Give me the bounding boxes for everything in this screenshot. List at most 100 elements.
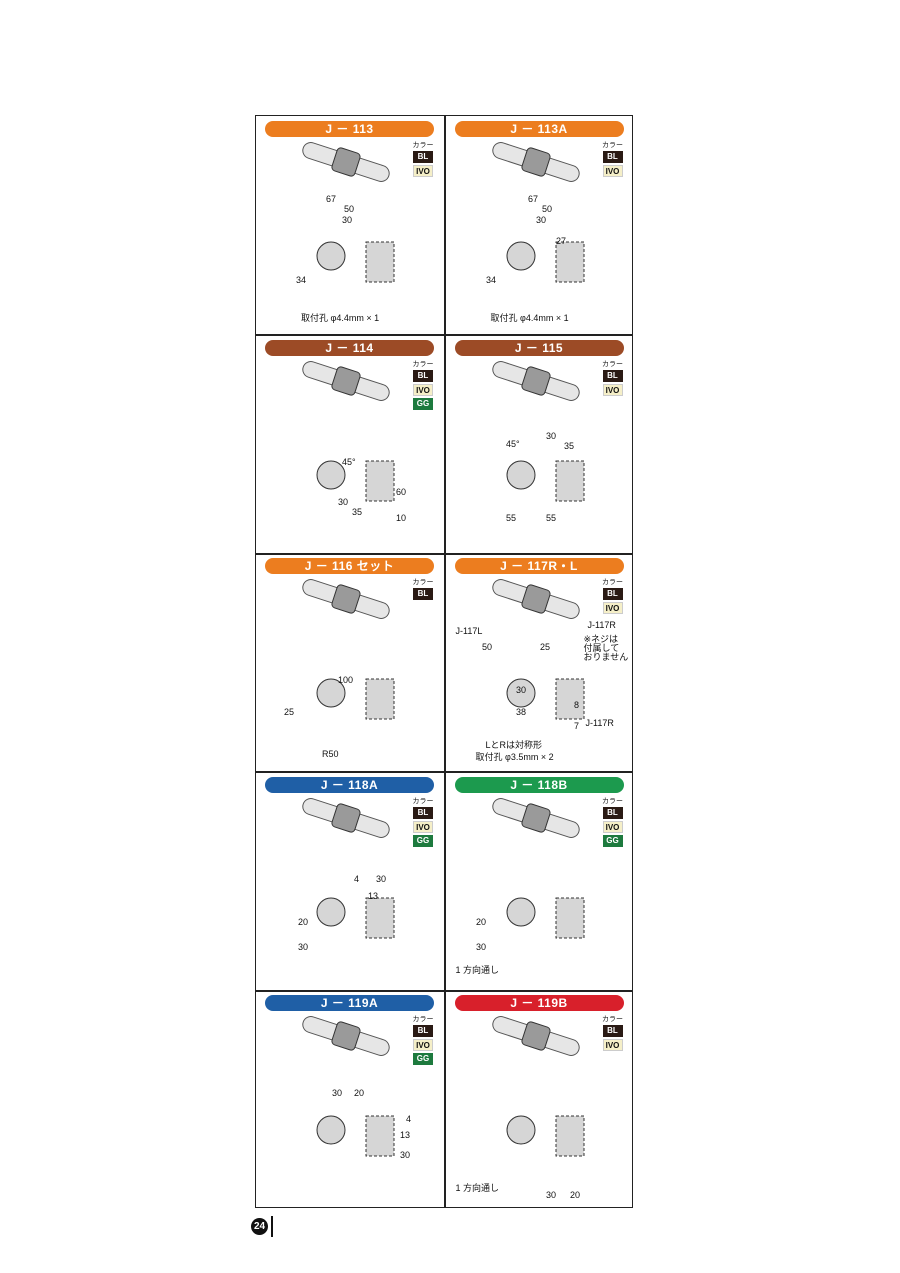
color-label: カラー: [412, 360, 434, 368]
side-view: [365, 1115, 395, 1157]
product-title: J － 118A: [265, 776, 434, 793]
color-chip-bl: BL: [413, 588, 433, 600]
product-note: おりません: [583, 652, 629, 662]
product-note: 1 方向通し: [455, 964, 500, 975]
dimension-label: 45°: [342, 457, 356, 467]
side-view: [555, 1115, 584, 1157]
dimension-label: 38: [516, 707, 526, 717]
color-chip-bl: BL: [413, 369, 433, 382]
product-note: J-117R: [587, 620, 616, 630]
joint-illustration: [520, 147, 551, 177]
section-view: [506, 241, 535, 271]
color-label: カラー: [602, 360, 623, 368]
side-view: [365, 241, 395, 283]
joint-illustration: [331, 802, 361, 833]
dimension-label: 25: [540, 642, 550, 652]
side-view: [365, 678, 395, 720]
dimension-label: 8: [574, 700, 579, 710]
grid-divider: [444, 116, 446, 1207]
dimension-label: 30: [546, 431, 556, 441]
page-number-bar: [271, 1216, 273, 1237]
section-view: [316, 897, 346, 926]
color-label: カラー: [602, 1016, 623, 1023]
dimension-label: 60: [396, 487, 406, 497]
color-label: カラー: [602, 797, 623, 805]
section-view: [506, 1115, 535, 1145]
product-title: J － 118B: [454, 776, 624, 793]
dimension-label: 67: [528, 194, 538, 204]
product-title: J － 114: [265, 339, 434, 356]
color-chip-ivo: IVO: [602, 602, 623, 614]
joint-illustration: [331, 1021, 361, 1051]
dimension-label: 30: [332, 1088, 342, 1098]
dimension-label: 30: [400, 1150, 410, 1160]
product-title: J － 115: [454, 339, 624, 356]
dimension-label: 7: [574, 721, 579, 731]
color-chip-ivo: IVO: [413, 820, 433, 833]
product-title: J － 119A: [265, 995, 434, 1011]
color-label: カラー: [412, 797, 434, 805]
section-view: [316, 460, 346, 489]
dimension-label: 13: [400, 1130, 410, 1140]
product-title: J － 116 セット: [265, 558, 434, 574]
dimension-label: 34: [296, 275, 306, 285]
dimension-label: 45°: [506, 439, 520, 449]
color-chip-gg: GG: [413, 397, 433, 410]
color-chip-ivo: IVO: [413, 383, 433, 396]
dimension-label: 50: [482, 642, 492, 652]
product-title: J － 113A: [454, 121, 624, 137]
dimension-label: 30: [338, 497, 348, 507]
product-note: J-117R: [585, 718, 614, 728]
side-view: [555, 241, 584, 283]
joint-illustration: [331, 147, 361, 177]
product-note: 取付孔 φ4.4mm × 1: [301, 313, 380, 323]
dimension-label: 10: [396, 513, 406, 523]
product-title: J － 119B: [454, 995, 624, 1011]
color-chip-bl: BL: [602, 1025, 623, 1037]
side-view: [555, 897, 584, 938]
dimension-label: 30: [342, 215, 352, 225]
section-view: [316, 678, 346, 708]
dimension-label: 27: [556, 236, 566, 246]
color-label: カラー: [412, 579, 434, 586]
dimension-label: 35: [564, 441, 574, 451]
color-chip-ivo: IVO: [602, 820, 623, 833]
dimension-label: 30: [476, 942, 486, 952]
dimension-label: R50: [322, 749, 339, 759]
color-chip-ivo: IVO: [602, 165, 623, 177]
dimension-label: 30: [536, 215, 546, 225]
dimension-label: 13: [368, 891, 378, 901]
dimension-label: 20: [354, 1088, 364, 1098]
color-label: カラー: [412, 142, 434, 149]
side-view: [555, 678, 584, 720]
product-note: 取付孔 φ4.4mm × 1: [490, 313, 569, 323]
dimension-label: 20: [570, 1190, 580, 1200]
section-view: [506, 678, 535, 708]
color-chip-bl: BL: [413, 151, 433, 163]
color-chip-bl: BL: [602, 151, 623, 163]
page-number: 24: [251, 1218, 268, 1235]
dimension-label: 100: [338, 675, 353, 685]
side-view: [555, 460, 584, 501]
section-view: [316, 241, 346, 271]
side-view: [365, 897, 395, 938]
dimension-label: 55: [506, 513, 516, 523]
product-note: ※ネジは: [583, 634, 619, 644]
section-view: [506, 460, 535, 489]
section-view: [506, 897, 535, 926]
product-note: 付属して: [583, 643, 620, 653]
